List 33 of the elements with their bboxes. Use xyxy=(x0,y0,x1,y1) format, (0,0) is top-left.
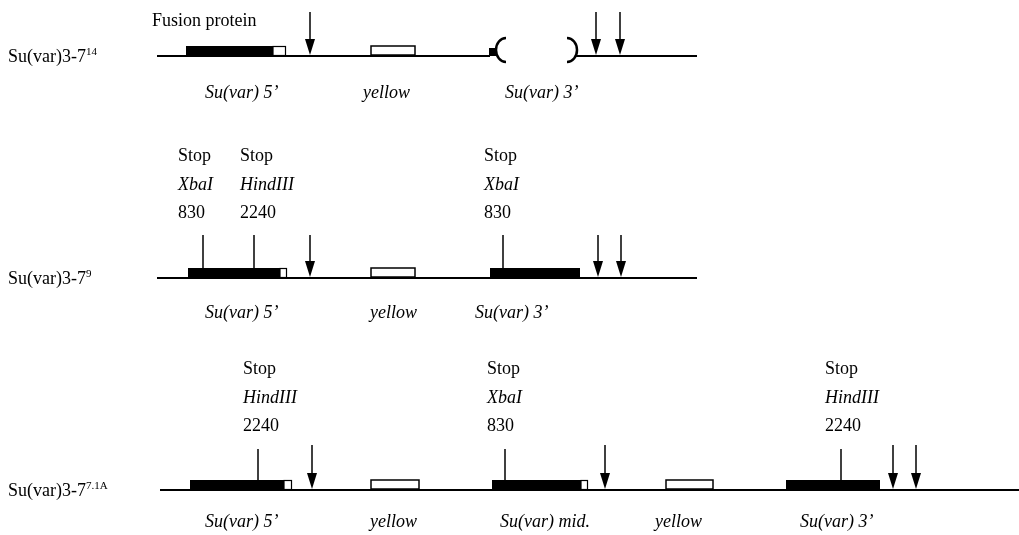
gene-segment-label: Su(var) 5’ xyxy=(205,302,279,322)
position-label: 830 xyxy=(484,202,511,222)
fusion-protein-label: Fusion protein xyxy=(152,10,257,30)
position-label: 830 xyxy=(178,202,205,222)
stop-label: Stop xyxy=(487,358,520,378)
restriction-site-label: XbaI xyxy=(487,387,522,407)
position-label: 2240 xyxy=(243,415,279,435)
position-label: 830 xyxy=(487,415,514,435)
gene-segment-label: Su(var) 5’ xyxy=(205,82,279,102)
restriction-site-label: XbaI xyxy=(484,174,519,194)
gene-segment-label: Su(var) 3’ xyxy=(505,82,579,102)
gene-segment-label: Su(var) 5’ xyxy=(205,511,279,531)
stop-label: Stop xyxy=(825,358,858,378)
allele-name: Su(var)3-7$^{14}$ xyxy=(8,46,97,66)
gene-label: yellow xyxy=(363,82,410,102)
position-label: 2240 xyxy=(825,415,861,435)
restriction-site-label: HindIII xyxy=(243,387,297,407)
gene-label: yellow xyxy=(370,302,417,322)
gene-segment-label: Su(var) mid. xyxy=(500,511,590,531)
stop-label: Stop xyxy=(240,145,273,165)
stop-label: Stop xyxy=(178,145,211,165)
gene-segment-label: Su(var) 3’ xyxy=(800,511,874,531)
stop-label: Stop xyxy=(484,145,517,165)
gene-label: yellow xyxy=(655,511,702,531)
restriction-site-label: HindIII xyxy=(825,387,879,407)
restriction-site-label: HindIII xyxy=(240,174,294,194)
gene-segment-label: Su(var) 3’ xyxy=(475,302,549,322)
gene-label: yellow xyxy=(370,511,417,531)
stop-label: Stop xyxy=(243,358,276,378)
allele-name: Su(var)3-7$^{7.1A}$ xyxy=(8,480,108,500)
allele-name: Su(var)3-7$^{9}$ xyxy=(8,268,92,288)
position-label: 2240 xyxy=(240,202,276,222)
restriction-site-label: XbaI xyxy=(178,174,213,194)
